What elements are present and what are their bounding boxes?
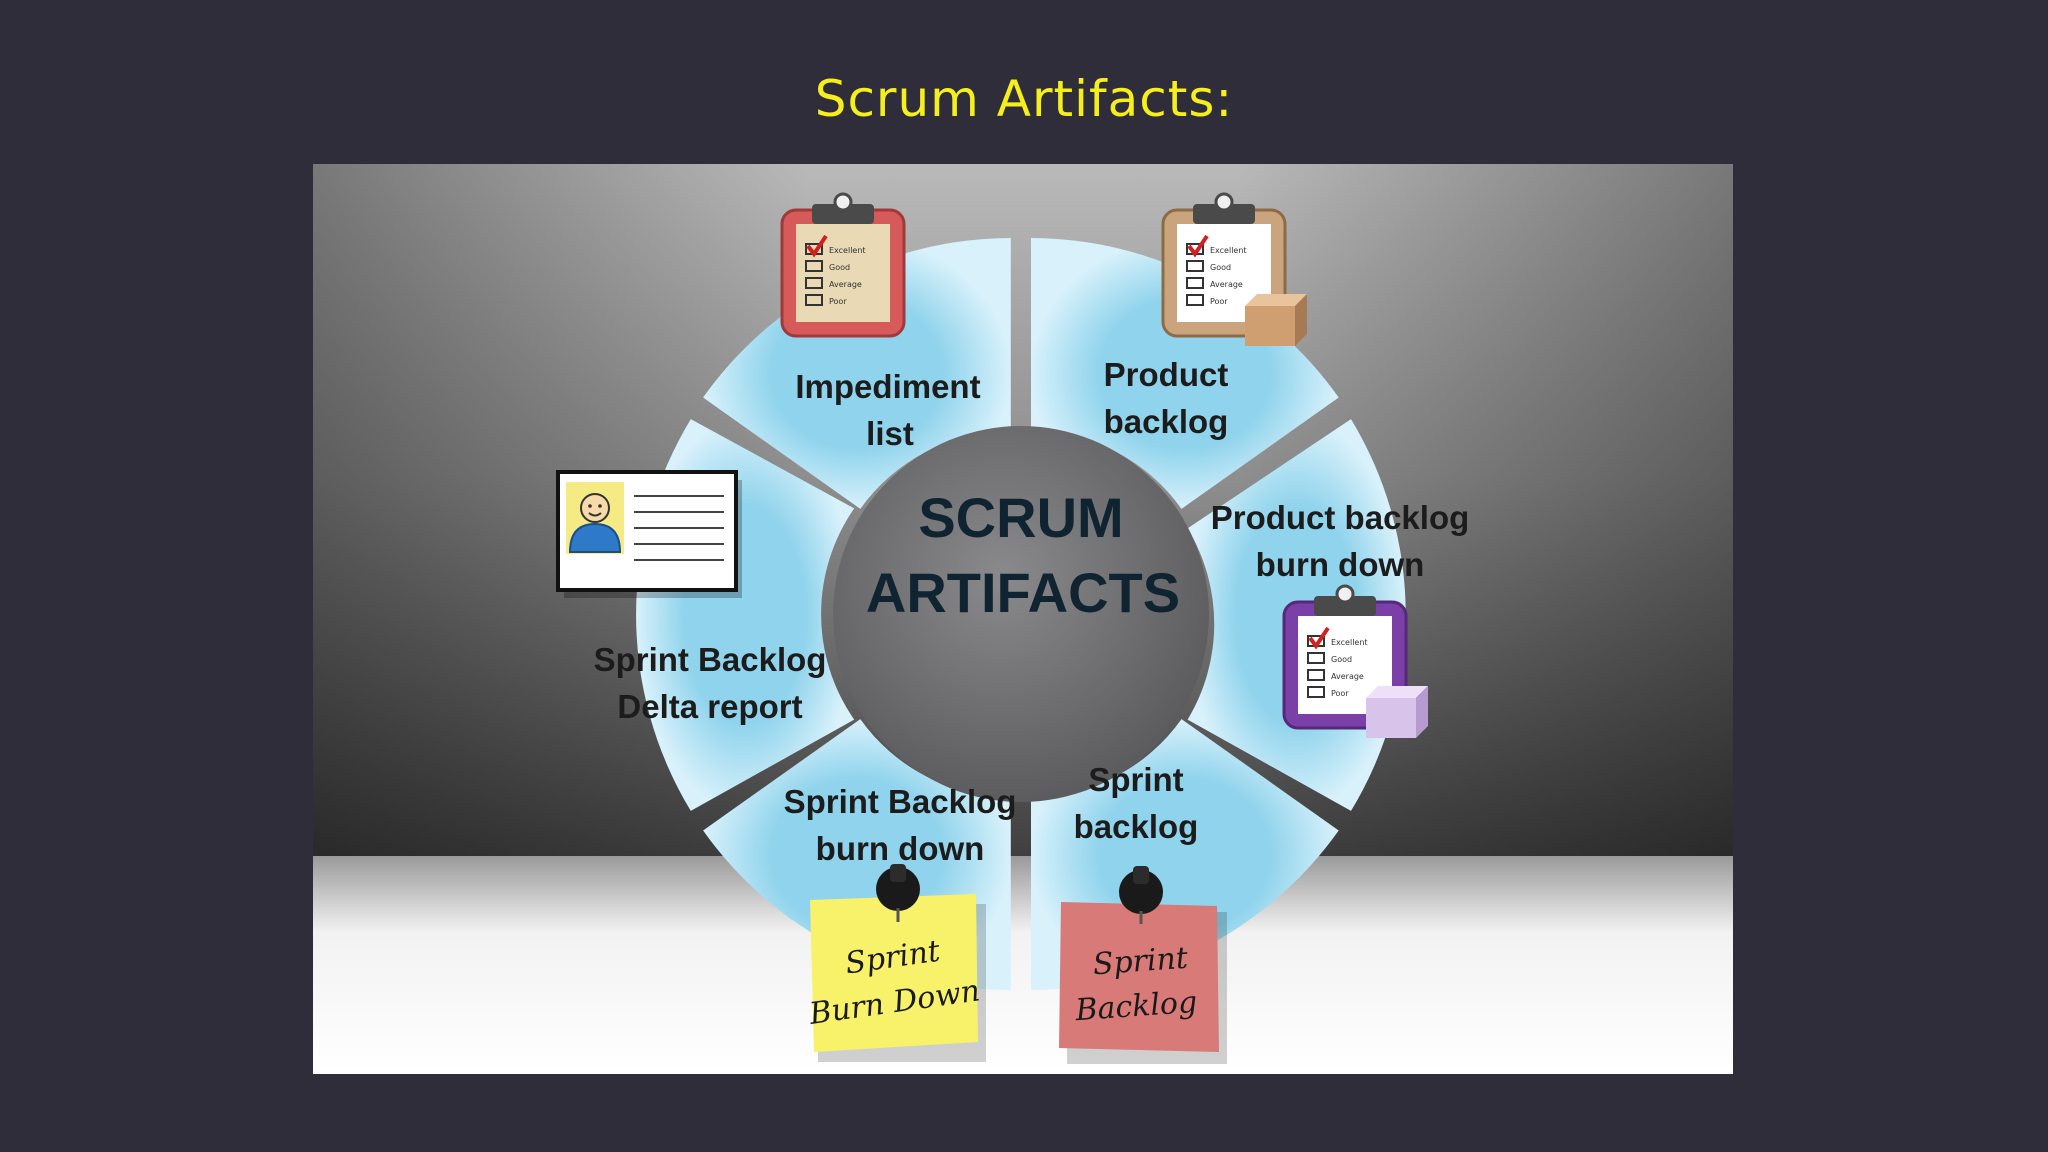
clip-red-item-1: Good <box>829 263 850 272</box>
clip-purple-item-1: Good <box>1331 655 1352 664</box>
box-icon <box>1245 294 1307 346</box>
clip-purple-item-2: Average <box>1331 672 1364 681</box>
label-product-backlog-line2: backlog <box>1104 403 1229 440</box>
clip-purple-item-3: Poor <box>1331 689 1349 698</box>
label-product-backlog-line1: Product <box>1104 356 1229 393</box>
label-impediment-line1: Impediment <box>795 368 980 405</box>
label-delta-line2: Delta report <box>617 688 802 725</box>
pushpin-icon <box>1119 866 1163 924</box>
note-red-line1: Sprint <box>1092 941 1190 983</box>
clip-red-item-0: Excellent <box>829 246 866 255</box>
clip-tan-item-0: Excellent <box>1210 246 1247 255</box>
sticky-note-yellow: Sprint Burn Down <box>806 864 986 1062</box>
clipboard-red-icon: Excellent Good Average Poor <box>780 192 906 338</box>
clip-red-item-2: Average <box>829 280 862 289</box>
id-card-icon <box>556 470 742 598</box>
center-label-line2: ARTIFACTS <box>866 561 1180 624</box>
hub-circle <box>833 426 1209 802</box>
clip-purple-item-0: Excellent <box>1331 638 1368 647</box>
box-icon <box>1366 686 1428 738</box>
label-sprint-backlog-line1: Sprint <box>1088 761 1183 798</box>
label-sprint-backlog-line2: backlog <box>1074 808 1199 845</box>
segment-impediment-list <box>703 238 1011 509</box>
clip-tan-item-2: Average <box>1210 280 1243 289</box>
slide-title: Scrum Artifacts: <box>814 70 1234 128</box>
label-sb-burndown-line1: Sprint Backlog <box>784 783 1017 820</box>
floor-background <box>313 856 1733 1074</box>
clipboard-purple-icon: Excellent Good Average Poor <box>1282 584 1428 738</box>
center-label-line1: SCRUM <box>918 486 1123 549</box>
clipboard-tan-icon: Excellent Good Average Poor <box>1161 192 1307 346</box>
label-impediment-line2: list <box>866 415 914 452</box>
sticky-note-red: Sprint Backlog <box>1059 866 1227 1064</box>
scrum-artifacts-figure: SCRUM ARTIFACTS Impediment list Product … <box>313 164 1733 1074</box>
pushpin-icon <box>876 864 920 922</box>
label-pb-burndown-line2: burn down <box>1256 546 1425 583</box>
clip-tan-item-1: Good <box>1210 263 1231 272</box>
clip-red-item-3: Poor <box>829 297 847 306</box>
label-pb-burndown-line1: Product backlog <box>1211 499 1470 536</box>
note-red-line2: Backlog <box>1073 985 1198 1028</box>
clip-tan-item-3: Poor <box>1210 297 1228 306</box>
segment-product-backlog <box>1031 238 1339 509</box>
label-delta-line1: Sprint Backlog <box>594 641 827 678</box>
label-sb-burndown-line2: burn down <box>816 830 985 867</box>
